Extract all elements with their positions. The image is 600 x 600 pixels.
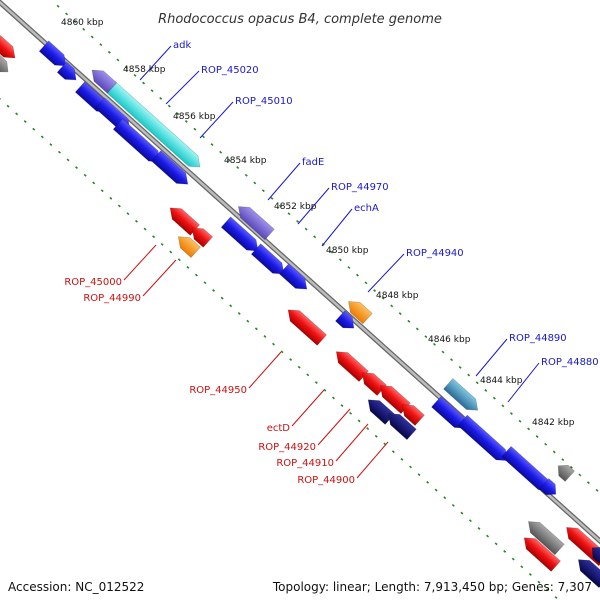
leader-rop-45020 <box>165 70 200 105</box>
gene-arrow-10[interactable] <box>335 310 358 334</box>
gene-label-rop-44910[interactable]: ROP_44910 <box>276 458 334 469</box>
tick-label-4848: 4848 kbp <box>376 291 419 301</box>
gene-label-rop-44920[interactable]: ROP_44920 <box>258 442 316 453</box>
leader-rop-44940 <box>367 253 405 293</box>
gene-label-echa[interactable]: echA <box>354 203 379 214</box>
forward-gene-labels: adk ROP_45020 ROP_45010 fadE ROP_44970 e… <box>173 40 599 368</box>
tick-label-4858: 4858 kbp <box>123 65 166 75</box>
gene-arrow-dark-3[interactable] <box>574 554 600 589</box>
gene-label-rop-44880[interactable]: ROP_44880 <box>541 357 599 368</box>
gene-arrow-9[interactable] <box>279 263 311 295</box>
gene-arrow-red-2[interactable] <box>187 223 214 248</box>
gene-arrow-red-8[interactable] <box>520 533 561 572</box>
tick-label-4860: 4860 kbp <box>61 18 104 28</box>
gene-arrow-dark-2[interactable] <box>384 408 417 441</box>
gene-arrow-red-3[interactable] <box>283 305 327 346</box>
tick-label-4854: 4854 kbp <box>224 156 267 166</box>
leader-rop-44970 <box>297 187 330 225</box>
leader-rop-44900 <box>356 441 389 479</box>
gene-label-rop-44900[interactable]: ROP_44900 <box>297 475 355 486</box>
leader-rop-44920 <box>317 408 351 446</box>
leader-adk <box>139 45 172 81</box>
gene-label-rop-44950[interactable]: ROP_44950 <box>189 385 247 396</box>
gene-arrow-2[interactable] <box>56 61 81 85</box>
gene-arrow-rna-1[interactable] <box>174 231 201 258</box>
label-leader-lines <box>123 45 540 479</box>
tick-label-4844: 4844 kbp <box>480 376 523 386</box>
scale-tick-labels: 4860 kbp 4858 kbp 4856 kbp 4854 kbp 4852… <box>61 18 575 428</box>
leader-rop-44990 <box>142 259 177 297</box>
gene-label-adk[interactable]: adk <box>173 40 191 51</box>
leader-fade <box>267 162 301 201</box>
tick-label-4856: 4856 kbp <box>173 112 216 122</box>
gene-label-rop-44890[interactable]: ROP_44890 <box>509 333 567 344</box>
gene-label-rop-45010[interactable]: ROP_45010 <box>235 96 293 107</box>
gene-arrow-red-5[interactable] <box>358 368 387 396</box>
gene-label-rop-45020[interactable]: ROP_45020 <box>201 65 259 76</box>
reverse-gene-labels: ROP_45000 ROP_44990 ROP_44950 ectD ROP_4… <box>64 277 355 486</box>
leader-rop-44910 <box>335 423 369 462</box>
gene-arrow-purple-1[interactable] <box>87 65 118 94</box>
gene-features <box>0 34 600 589</box>
gene-label-fade[interactable]: fadE <box>302 157 324 168</box>
leader-rop-44950 <box>248 351 282 389</box>
gene-arrow-red-7[interactable] <box>398 399 425 426</box>
accession-text: Accession: NC_012522 <box>8 580 145 594</box>
leader-echa <box>321 208 353 247</box>
leader-rop-45000 <box>123 244 157 281</box>
gene-label-rop-44990[interactable]: ROP_44990 <box>83 293 141 304</box>
gene-label-rop-44970[interactable]: ROP_44970 <box>331 182 389 193</box>
gene-arrow-left-edge-gray[interactable] <box>0 54 13 77</box>
gene-arrow-6[interactable] <box>151 150 193 190</box>
tick-label-4850: 4850 kbp <box>326 246 369 256</box>
gene-arrow-7[interactable] <box>220 216 262 256</box>
tick-label-4842: 4842 kbp <box>532 418 575 428</box>
gene-arrow-teal[interactable] <box>443 378 483 416</box>
gene-label-rop-44940[interactable]: ROP_44940 <box>406 248 464 259</box>
gene-arrow-cyan[interactable] <box>106 82 204 172</box>
gene-label-ectd[interactable]: ectD <box>267 423 291 434</box>
gene-arrow-11[interactable] <box>431 396 471 434</box>
map-title: Rhodococcus opacus B4, complete genome <box>158 12 442 27</box>
gene-arrow-14[interactable] <box>539 478 561 500</box>
gene-arrow-gray-2[interactable] <box>524 516 565 556</box>
gene-arrow-8[interactable] <box>250 243 288 279</box>
gene-arrow-purple-2[interactable] <box>234 201 275 241</box>
gene-arrow-12[interactable] <box>457 414 512 466</box>
gene-arrow-dark-1[interactable] <box>364 395 395 425</box>
leader-rop-44890 <box>475 338 508 377</box>
tick-label-4846: 4846 kbp <box>428 335 471 345</box>
gene-label-rop-45000[interactable]: ROP_45000 <box>64 277 122 288</box>
leader-rop-44880 <box>507 362 540 403</box>
gene-arrow-dark-4[interactable] <box>588 543 600 564</box>
leader-rop-45010 <box>199 101 234 139</box>
genome-summary-text: Topology: linear; Length: 7,913,450 bp; … <box>272 580 592 594</box>
gene-arrow-1[interactable] <box>38 40 70 71</box>
gene-arrow-gray-1[interactable] <box>554 461 575 482</box>
tick-label-4852: 4852 kbp <box>274 202 317 212</box>
leader-ectd <box>291 389 325 427</box>
gene-arrow-left-edge-red[interactable] <box>0 34 20 63</box>
gene-arrow-rna-2[interactable] <box>344 296 373 325</box>
gene-arrow-red-4[interactable] <box>332 346 369 382</box>
lower-scale-line <box>0 97 561 600</box>
